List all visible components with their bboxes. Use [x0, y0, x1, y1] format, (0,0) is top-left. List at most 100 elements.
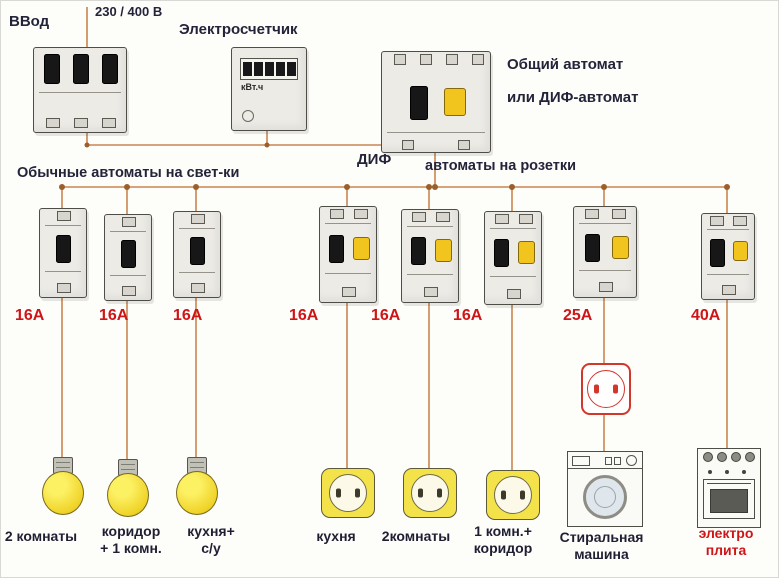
terminal [74, 118, 88, 128]
load-label-rooms2: 2 комнаты [4, 528, 78, 544]
washer-dial [626, 455, 637, 466]
terminal [394, 54, 406, 65]
breaker-detail-line [387, 132, 485, 133]
breaker-toggle [102, 54, 118, 84]
breaker-detail-line [490, 228, 536, 229]
breaker-dif-room-corridor [484, 211, 542, 305]
breaker-toggle [710, 239, 725, 267]
amp-rating: 16А [289, 307, 319, 324]
breaker-detail-line [579, 270, 631, 271]
washer-panel [568, 452, 642, 469]
breaker-toggle [190, 237, 205, 265]
washer-door [583, 475, 627, 519]
socket-hole [437, 488, 442, 498]
breaker-toggle [410, 86, 428, 120]
terminal [458, 140, 470, 150]
breaker-detail-line [707, 274, 749, 275]
stove-knob [725, 470, 729, 474]
stove-burner [745, 452, 755, 462]
terminal [330, 209, 344, 219]
breaker-lights-3 [173, 211, 221, 298]
bulb-base [187, 457, 207, 474]
meter-digit [264, 62, 274, 76]
socket-icon-washer [581, 363, 631, 415]
amp-rating: 25А [563, 307, 593, 324]
input-label: ВВод [9, 13, 50, 30]
oven-handle [707, 483, 751, 484]
socket-hole [613, 384, 618, 394]
washer-button [605, 457, 612, 465]
terminal [585, 209, 599, 219]
main-breaker-title-line1: Общий автомат [507, 56, 624, 73]
socket-hole [501, 490, 506, 500]
breaker-detail-line [179, 272, 215, 273]
breaker-detail-line [707, 229, 749, 230]
stove-icon [697, 448, 761, 528]
amp-rating: 16А [453, 307, 483, 324]
dif-label: ДИФ [357, 151, 392, 168]
terminal [507, 289, 521, 299]
light-bulb-icon [176, 471, 218, 515]
socket-hole [336, 488, 341, 498]
meter-unit-label: кВт.ч [241, 82, 264, 92]
voltage-label: 230 / 400 В [95, 4, 163, 19]
test-button [353, 237, 370, 260]
terminal [495, 214, 509, 224]
oven-window [710, 489, 748, 513]
terminal [412, 212, 426, 222]
socket-face [587, 370, 625, 408]
terminal [122, 217, 136, 227]
breaker-detail-line [45, 225, 81, 226]
breaker-detail-line [325, 273, 371, 274]
terminal [122, 286, 136, 296]
terminal [57, 283, 71, 293]
terminal [57, 211, 71, 221]
breaker-toggle [411, 237, 426, 265]
stove-burner [731, 452, 741, 462]
terminal [424, 287, 438, 297]
meter-digit [242, 62, 252, 76]
test-button [518, 241, 535, 264]
socket-face [494, 476, 532, 514]
terminal [191, 283, 205, 293]
washer-button [614, 457, 621, 465]
terminal [722, 285, 736, 295]
terminal [710, 216, 724, 226]
breaker-toggle [494, 239, 509, 267]
load-label-2rooms: 2комнаты [381, 528, 451, 544]
breaker-detail-line [179, 228, 215, 229]
breaker-toggle [56, 235, 71, 263]
load-label-corridor: коридор+ 1 комн. [100, 523, 162, 556]
terminal [733, 216, 747, 226]
terminal [342, 287, 356, 297]
terminal [599, 282, 613, 292]
test-button [612, 236, 629, 259]
washing-machine-icon [567, 451, 643, 527]
washer-drawer [572, 456, 590, 466]
breaker-dif-washer [573, 206, 637, 298]
load-label-room-corridor: 1 комн.+коридор [473, 523, 533, 556]
socket-icon-kitchen [321, 468, 375, 518]
stove-knob [742, 470, 746, 474]
breaker-toggle [329, 235, 344, 263]
socket-face [411, 474, 449, 512]
lights-row-label: Обычные автоматы на свет-ки [17, 165, 240, 181]
meter-seal [242, 110, 254, 122]
stove-burner [703, 452, 713, 462]
terminal [436, 212, 450, 222]
test-button [435, 239, 452, 262]
stove-knob [708, 470, 712, 474]
breaker-toggle [121, 240, 136, 268]
breaker-detail-line [490, 276, 536, 277]
meter-title: Электросчетчик [179, 21, 298, 38]
amp-rating: 40А [691, 307, 721, 324]
socket-icon-rooms [403, 468, 457, 518]
breaker-detail-line [45, 271, 81, 272]
meter-digit [286, 62, 296, 76]
breaker-detail-line [407, 226, 453, 227]
sockets-row-label: автоматы на розетки [425, 158, 577, 174]
socket-hole [418, 488, 423, 498]
